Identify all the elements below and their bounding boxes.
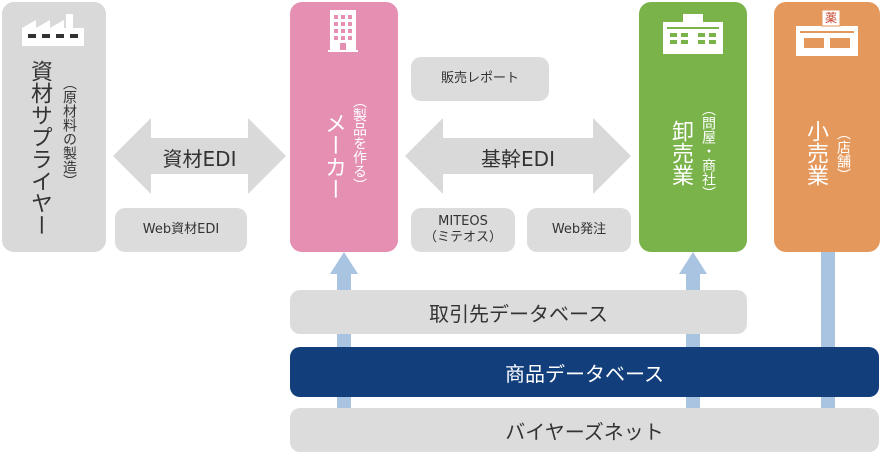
shizai-edi-arrow <box>113 118 286 194</box>
office-building-icon <box>328 10 358 52</box>
wholesale-column: 卸売業 （問屋・商社） <box>639 2 747 252</box>
factory-icon <box>22 14 84 46</box>
miteos-kana-label: （ミテオス） <box>423 230 502 245</box>
web-order-pill: Web発注 <box>527 208 631 252</box>
up-arrowhead-maker <box>330 252 358 274</box>
maker-title: メーカー <box>321 112 346 200</box>
hanbai-report-pill: 販売レポート <box>411 57 549 101</box>
maker-column: メーカー （製品を作る） <box>290 2 398 252</box>
torihiki-database-bar: 取引先データベース <box>290 290 747 334</box>
up-arrowhead-wholesale <box>679 252 707 274</box>
retail-column: 薬 小売業 （店舗） <box>774 2 880 252</box>
shohin-database-bar: 商品データベース <box>290 347 879 397</box>
miteos-pill: MITEOS （ミテオス） <box>411 208 515 252</box>
retail-title: 小売業 <box>803 120 828 186</box>
kikan-edi-arrow <box>405 118 631 194</box>
store-sign-glyph: 薬 <box>824 11 837 25</box>
warehouse-icon <box>663 14 723 54</box>
web-shizai-edi-pill: Web資材EDI <box>115 208 247 252</box>
wholesale-title: 卸売業 <box>668 120 693 186</box>
supplier-subtitle: （原材料の製造） <box>61 76 77 188</box>
shizai-edi-label: 資材EDI <box>162 147 237 171</box>
buyers-net-bar: バイヤーズネット <box>290 408 879 452</box>
pharmacy-store-icon <box>796 10 858 56</box>
supplier-title: 資材サプライヤー <box>27 60 52 236</box>
kikan-edi-label: 基幹EDI <box>481 147 555 171</box>
miteos-label: MITEOS <box>438 214 488 229</box>
maker-subtitle: （製品を作る） <box>351 94 367 192</box>
wholesale-subtitle: （問屋・商社） <box>700 102 716 200</box>
supplier-column: 資材サプライヤー （原材料の製造） <box>2 2 106 252</box>
retail-subtitle: （店舗） <box>835 126 851 182</box>
